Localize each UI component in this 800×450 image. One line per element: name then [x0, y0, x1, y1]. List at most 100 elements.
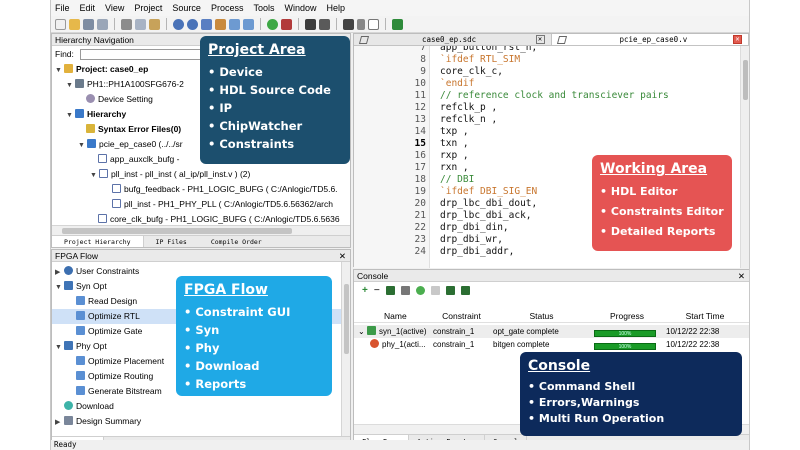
run-row[interactable]: ⌄ syn_1(active) constrain_1 opt_gate com…: [354, 325, 749, 338]
run-all-icon[interactable]: [385, 285, 395, 295]
find-icon[interactable]: [173, 18, 184, 30]
chevron-down-icon[interactable]: ▼: [78, 142, 85, 149]
header-start-time[interactable]: Start Time: [685, 311, 725, 321]
menu-tools[interactable]: Tools: [253, 3, 275, 13]
menu-help[interactable]: Help: [326, 3, 345, 13]
chevron-right-icon[interactable]: ▶: [55, 269, 61, 276]
header-name[interactable]: Name: [384, 311, 407, 321]
tree-project[interactable]: ▼Project: case0_ep: [52, 62, 350, 77]
close-icon[interactable]: ✕: [338, 251, 346, 261]
menu-view[interactable]: View: [105, 3, 125, 13]
rewind-icon[interactable]: [400, 285, 410, 295]
stop-icon[interactable]: [281, 18, 292, 30]
flow-read-design[interactable]: Read Design: [52, 294, 350, 309]
open-folder-icon[interactable]: [69, 18, 80, 30]
paste-icon[interactable]: [149, 18, 160, 30]
monitor-icon[interactable]: [343, 18, 354, 30]
tab-project-hierarchy[interactable]: Project Hierarchy: [52, 236, 144, 247]
grid-icon[interactable]: [368, 18, 379, 30]
copy-icon[interactable]: [135, 18, 146, 30]
run-row[interactable]: phy_1(acti... constrain_1 bitgen complet…: [354, 338, 749, 351]
summary-icon: [64, 416, 73, 425]
tree-device[interactable]: ▼PH1::PH1A100SFG676-2: [52, 77, 350, 92]
undo-icon[interactable]: [229, 18, 240, 30]
save-all-icon[interactable]: [97, 18, 108, 30]
tree-hierarchy[interactable]: ▼Hierarchy: [52, 107, 350, 122]
save-icon[interactable]: [83, 18, 94, 30]
play-icon[interactable]: [415, 285, 425, 295]
pen-icon[interactable]: [357, 18, 365, 30]
scrollbar-thumb[interactable]: [743, 60, 748, 100]
step-icon[interactable]: [430, 285, 440, 295]
flow-download[interactable]: Download: [52, 399, 350, 414]
run-icon[interactable]: [267, 18, 278, 30]
tree-module-pll[interactable]: ▼pll_inst - pll_inst ( al_ip/pll_inst.v …: [52, 167, 350, 182]
editor-scrollbar[interactable]: [740, 46, 749, 268]
find-in-files-icon[interactable]: [201, 18, 212, 30]
hierarchy-scrollbar[interactable]: [52, 225, 350, 235]
flow-user-constraints[interactable]: ▶User Constraints: [52, 264, 350, 279]
flow-optimize-placement[interactable]: Optimize Placement: [52, 354, 350, 369]
chevron-down-icon[interactable]: ▼: [66, 82, 73, 89]
tree-module-auxclk[interactable]: app_auxclk_bufg -: [52, 152, 350, 167]
line-number: 11: [414, 90, 426, 101]
line-number: 9: [420, 66, 426, 77]
line-number: 20: [414, 198, 426, 209]
add-run-icon[interactable]: +: [362, 284, 368, 296]
code-text: `ifdef RTL_SIM: [440, 54, 521, 65]
tree-top-module[interactable]: ▼pcie_ep_case0 (../../sr: [52, 137, 350, 152]
edit-icon[interactable]: [215, 18, 226, 30]
console-callout: Console • Command Shell • Errors,Warning…: [520, 352, 742, 436]
flow-generate-bitstream[interactable]: Generate Bitstream: [52, 384, 350, 399]
tab-ip-files[interactable]: IP Files: [155, 238, 187, 246]
redo-icon[interactable]: [243, 18, 254, 30]
menu-window[interactable]: Window: [284, 3, 317, 13]
chip-icon[interactable]: [305, 18, 316, 30]
tree-module-core-clk[interactable]: core_clk_bufg - PH1_LOGIC_BUFG ( C:/Anlo…: [52, 212, 350, 227]
new-file-icon[interactable]: [55, 18, 66, 30]
chevron-down-icon[interactable]: ▼: [55, 344, 62, 351]
callout-title: Working Area: [600, 161, 708, 177]
tree-module-phy-pll[interactable]: pll_inst - PH1_PHY_PLL ( C:/Anlogic/TD5.…: [52, 197, 350, 212]
chevron-down-icon[interactable]: ▼: [55, 284, 62, 291]
download-icon[interactable]: [392, 18, 403, 30]
scrollbar-thumb[interactable]: [344, 284, 349, 354]
chevron-down-icon[interactable]: ▼: [66, 112, 73, 119]
header-progress[interactable]: Progress: [609, 311, 644, 321]
menu-source[interactable]: Source: [172, 3, 201, 13]
chevron-down-icon[interactable]: ▼: [90, 172, 97, 179]
report-icon[interactable]: [445, 285, 455, 295]
close-tab-icon[interactable]: ✕: [535, 35, 545, 44]
find-next-icon[interactable]: [187, 18, 198, 30]
scrollbar-thumb[interactable]: [62, 228, 292, 234]
remove-run-icon[interactable]: −: [373, 284, 380, 296]
pin-icon[interactable]: [319, 18, 330, 30]
menu-project[interactable]: Project: [134, 3, 163, 13]
menu-file[interactable]: File: [55, 3, 70, 13]
tab-verilog-file[interactable]: pcie_ep_case0.v ✕: [551, 34, 749, 45]
chevron-down-icon[interactable]: ⌄: [358, 327, 365, 336]
tab-compile-order[interactable]: Compile Order: [210, 238, 262, 246]
tree-module-bufg-feedback[interactable]: bufg_feedback - PH1_LOGIC_BUFG ( C:/Anlo…: [52, 182, 350, 197]
callout-item: • Constraint GUI: [184, 305, 291, 319]
chevron-right-icon[interactable]: ▶: [55, 419, 61, 426]
menu-process[interactable]: Process: [210, 3, 244, 13]
menu-edit[interactable]: Edit: [79, 3, 96, 13]
tree-syntax-errors[interactable]: Syntax Error Files(0): [52, 122, 350, 137]
tree-device-setting[interactable]: Device Setting: [52, 92, 350, 107]
flow-optimize-routing[interactable]: Optimize Routing: [52, 369, 350, 384]
header-constraint[interactable]: Constraint: [442, 311, 481, 321]
flow-scrollbar[interactable]: [341, 262, 350, 436]
log-icon[interactable]: [460, 285, 470, 295]
flow-phy-opt[interactable]: ▼Phy Opt: [52, 339, 350, 354]
header-status[interactable]: Status: [529, 311, 554, 321]
chevron-down-icon[interactable]: ▼: [55, 67, 62, 74]
verilog-file-icon: [98, 154, 107, 163]
close-tab-icon[interactable]: ✕: [733, 35, 742, 44]
flow-syn-opt[interactable]: ▼Syn Opt: [52, 279, 350, 294]
flow-design-summary[interactable]: ▶Design Summary: [52, 414, 350, 429]
close-icon[interactable]: ✕: [737, 271, 745, 281]
flow-optimize-gate[interactable]: Optimize Gate: [52, 324, 350, 339]
cut-icon[interactable]: [121, 18, 132, 30]
tab-sdc-file[interactable]: case0_ep.sdc ✕: [354, 34, 552, 45]
